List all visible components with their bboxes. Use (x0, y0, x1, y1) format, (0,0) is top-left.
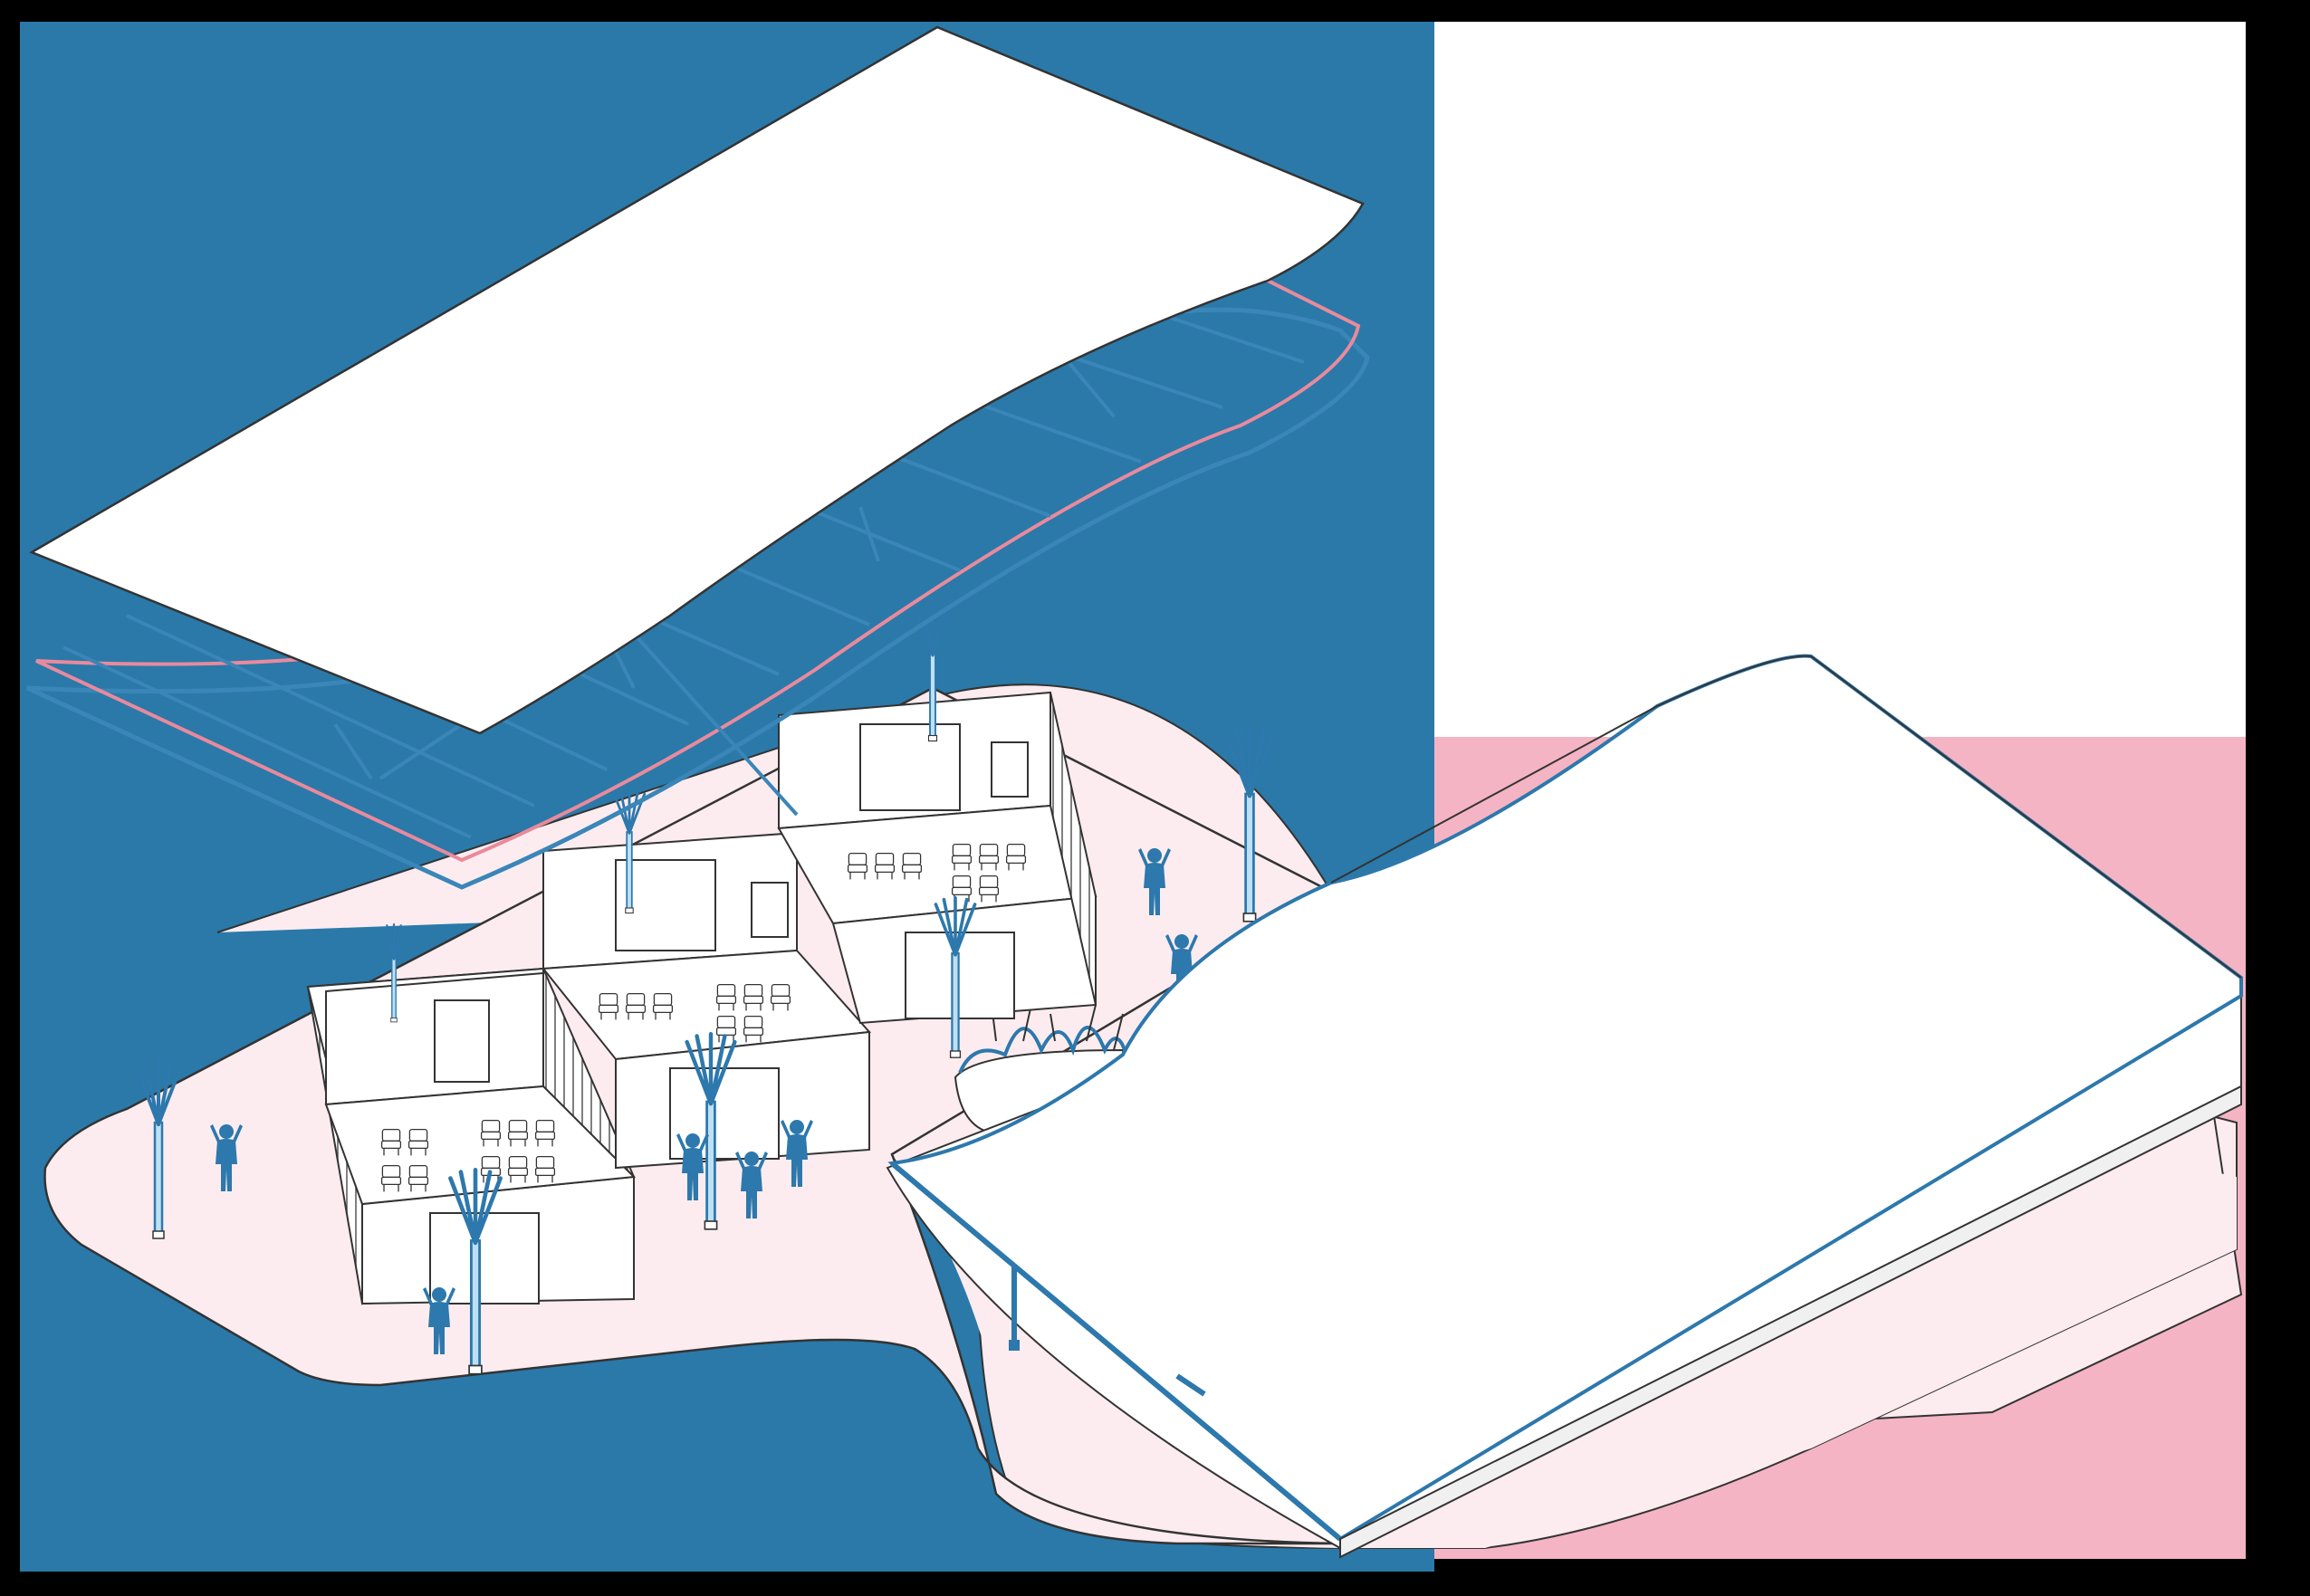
classroom-module-3 (777, 691, 1097, 1025)
built-roof (886, 654, 2243, 1559)
classroom-module-1 (306, 967, 637, 1305)
roof-panel (29, 25, 1365, 735)
white-panel (1434, 22, 2246, 737)
